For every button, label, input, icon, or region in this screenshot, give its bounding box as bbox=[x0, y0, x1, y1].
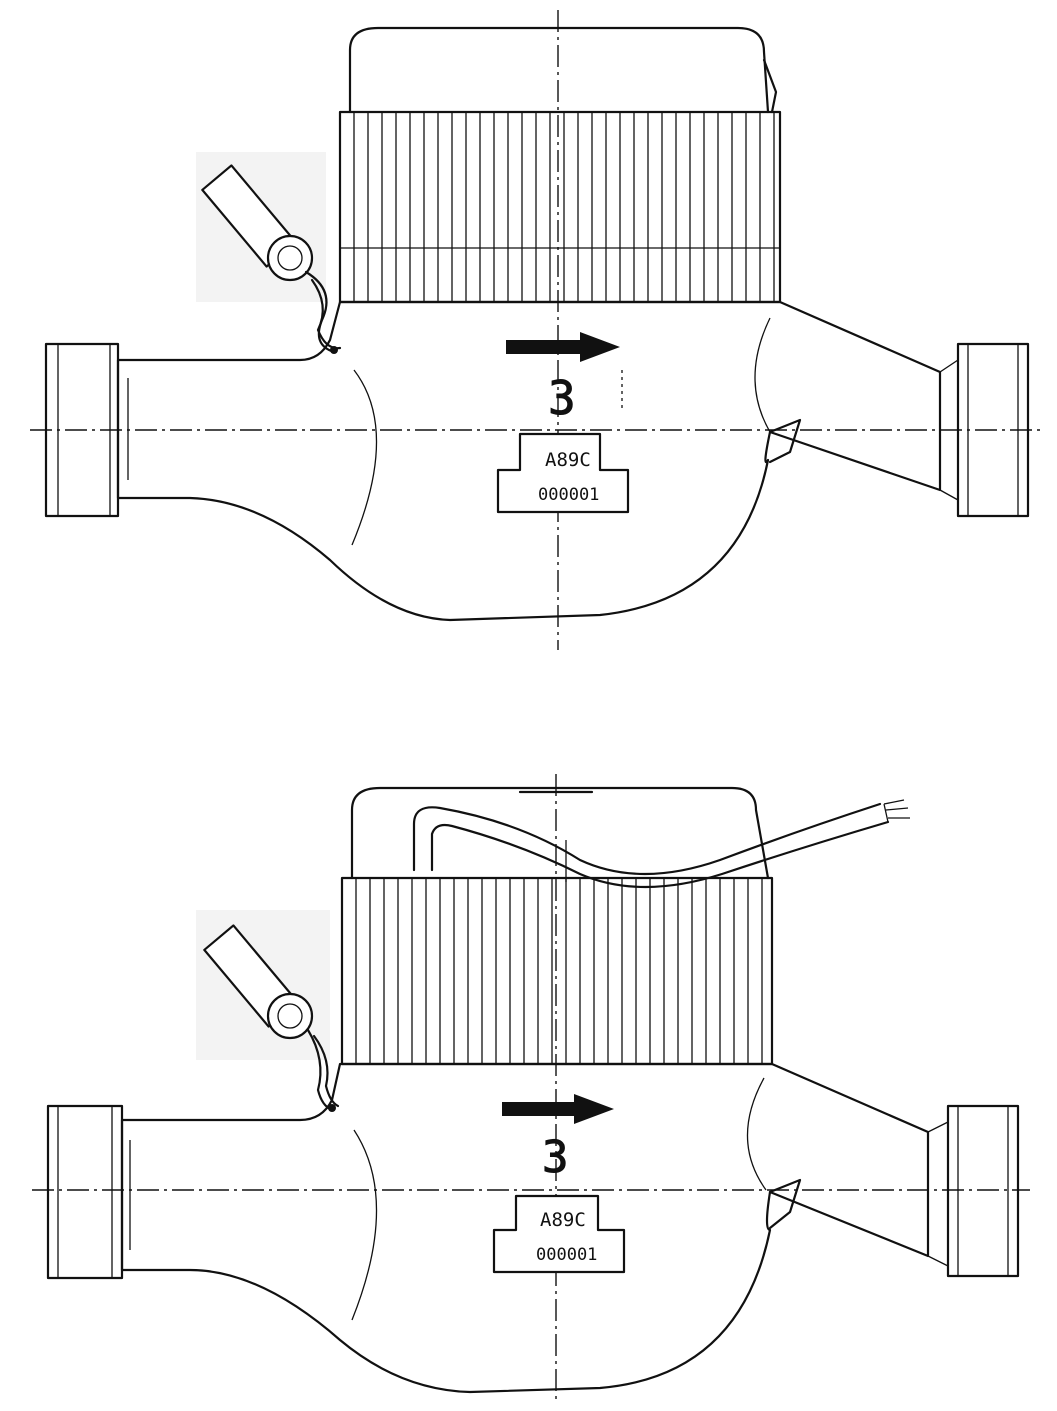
pulse-sensor bbox=[196, 910, 340, 1112]
nameplate: A89C 000001 bbox=[492, 1194, 626, 1274]
body-contour-left bbox=[351, 369, 378, 546]
arrow-right-icon bbox=[502, 1094, 614, 1124]
body-contour-right bbox=[754, 317, 771, 433]
meter-body bbox=[116, 300, 942, 622]
mark-symbol: 3 bbox=[548, 371, 576, 425]
water-meter-bottom-svg: 3 A89C 000001 bbox=[32, 774, 1030, 1400]
nameplate-code: A89C bbox=[545, 449, 591, 471]
ring-ribs bbox=[355, 878, 763, 1064]
body-contour-right bbox=[746, 1077, 767, 1191]
signal-cable bbox=[412, 799, 910, 889]
nameplate: A89C 000001 bbox=[496, 432, 630, 514]
nameplate-serial: 000001 bbox=[538, 485, 599, 505]
nameplate-code: A89C bbox=[540, 1209, 586, 1231]
meter-body bbox=[120, 1062, 930, 1394]
cap-side-edge bbox=[762, 58, 778, 114]
nameplate-serial: 000001 bbox=[536, 1245, 597, 1265]
ribbed-ring bbox=[338, 110, 782, 304]
water-meter-drawing-bottom: 3 A89C 000001 bbox=[0, 760, 1057, 1406]
inlet-fitting bbox=[46, 1104, 124, 1280]
arrow-right-icon bbox=[506, 332, 620, 362]
mark-symbol: 3 bbox=[542, 1132, 569, 1183]
water-meter-top-svg: 3 A89C 000001 bbox=[30, 10, 1040, 650]
water-meter-drawing-top: 3 A89C 000001 bbox=[0, 0, 1057, 660]
body-contour-left bbox=[351, 1129, 378, 1321]
outlet-fitting bbox=[946, 1104, 1020, 1278]
ring-ribs bbox=[353, 112, 775, 302]
body-rib bbox=[768, 418, 802, 464]
body-rib bbox=[768, 1178, 802, 1230]
ribbed-ring bbox=[340, 876, 774, 1066]
register-cap bbox=[348, 26, 770, 114]
pulse-sensor bbox=[196, 152, 342, 354]
